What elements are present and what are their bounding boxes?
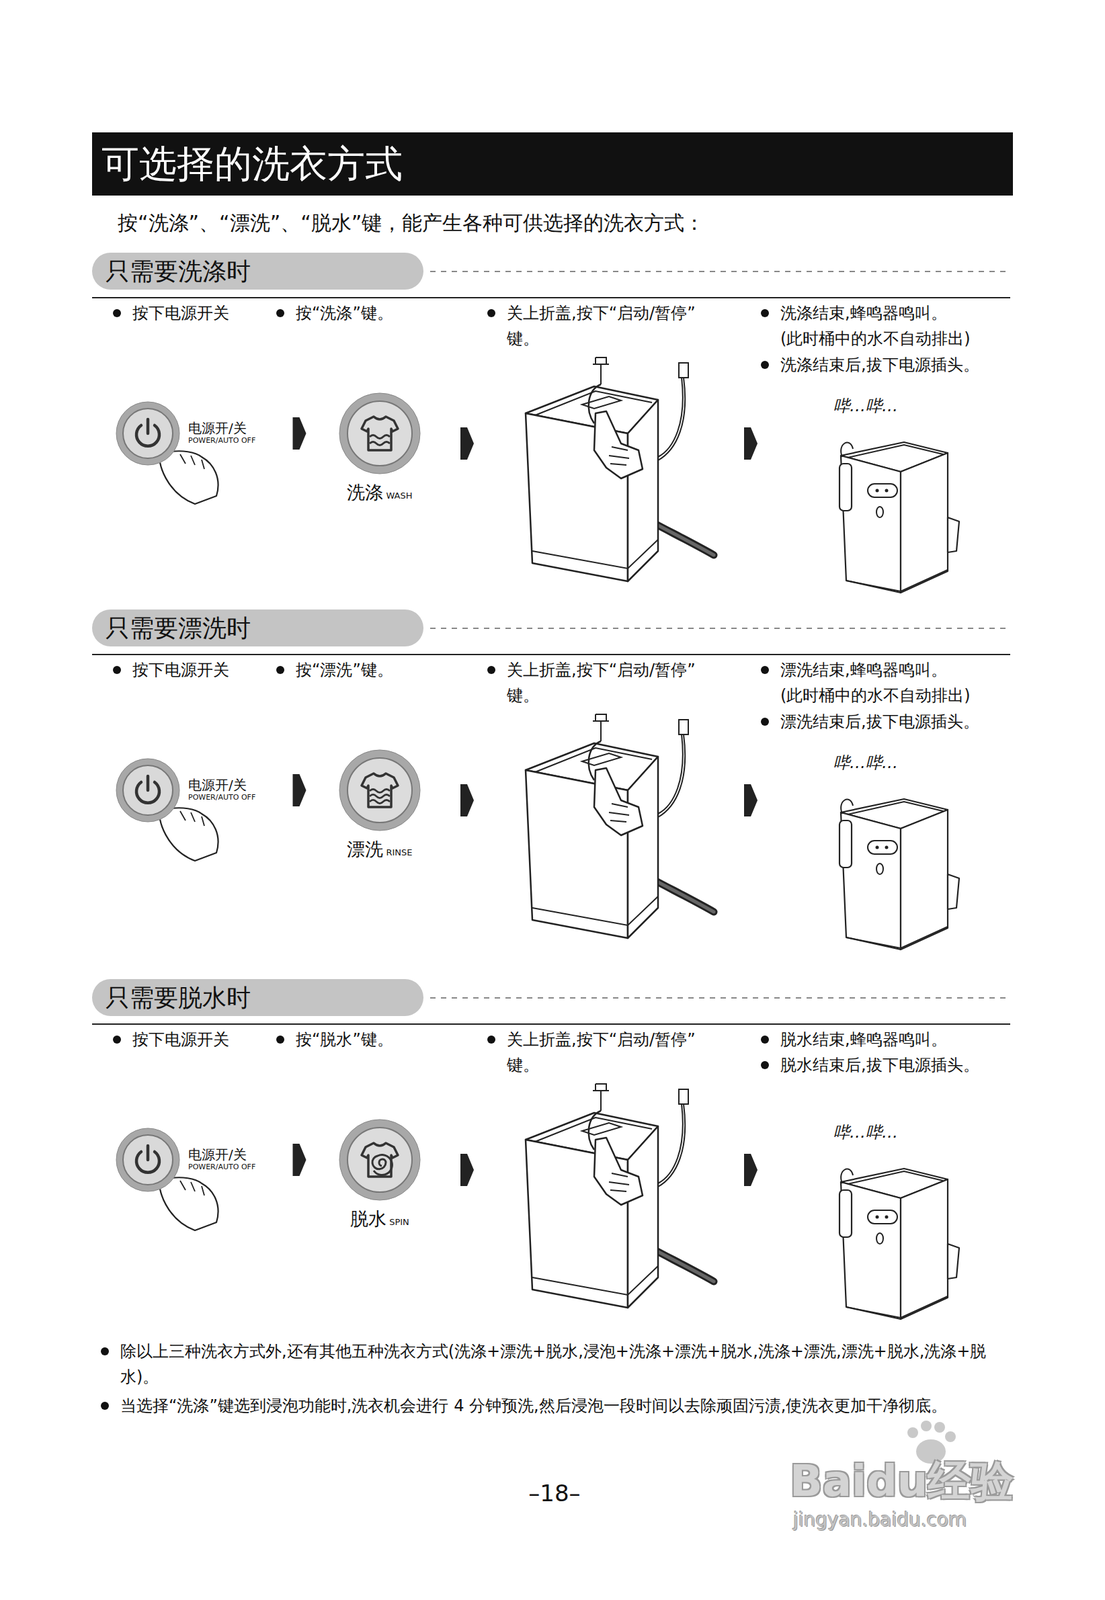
bullet-dot <box>760 309 769 318</box>
bullet-text: 按下电源开关 <box>132 300 267 326</box>
bullet-dot <box>760 1035 769 1044</box>
section-header: 只需要洗涤时 <box>92 252 424 290</box>
button-label: 洗涤WASH <box>311 481 448 508</box>
button-label: 电源开/关POWER/AUTO OFF <box>188 1146 256 1173</box>
button-name-en: POWER/AUTO OFF <box>188 793 256 803</box>
bullet-text: 按“洗涤”键。 <box>295 300 464 326</box>
section-header: 只需要漂洗时 <box>92 609 424 647</box>
button-name-en: POWER/AUTO OFF <box>188 436 256 446</box>
button-name-en: WASH <box>385 490 413 501</box>
bullet-text: 脱水结束,蜂鸣器鸣叫。 <box>780 1027 1023 1053</box>
bullet-text: 当选择“洗涤”键选到浸泡功能时,洗衣机会进行 4 分钟预洗,然后浸泡一段时间以去… <box>120 1393 1015 1419</box>
bullet-dot <box>112 666 121 675</box>
bullet-dot <box>760 717 769 726</box>
bullet-text: 按“脱水”键。 <box>295 1027 464 1053</box>
watermark: Baidu经验 <box>789 1457 1073 1506</box>
button-name-en: SPIN <box>389 1217 410 1228</box>
step-arrow <box>293 774 307 807</box>
bullet-dot <box>276 1035 285 1044</box>
bullet-text: 按“漂洗”键。 <box>295 657 464 683</box>
section-header-text: 只需要洗涤时 <box>92 252 424 290</box>
bullet-text: 按下电源开关 <box>132 657 267 683</box>
power-icon <box>115 758 181 823</box>
button-name-en: RINSE <box>385 847 413 858</box>
mode-button: 洗涤WASH <box>338 392 421 475</box>
bullet-dot <box>760 360 769 370</box>
bullet-dot <box>276 309 285 318</box>
bullet-text: 洗涤结束,蜂鸣器鸣叫。 <box>780 300 1023 326</box>
button-name: 漂洗 <box>346 838 384 860</box>
mode-button: 脱水SPIN <box>338 1119 421 1202</box>
bullet-text: (此时桶中的水不自动排出) <box>780 325 1023 352</box>
bullet-dot <box>112 309 121 318</box>
page-title: 可选择的洗衣方式 <box>101 141 403 187</box>
bullet-text: 洗涤结束后,拔下电源插头。 <box>780 352 1023 378</box>
bullet-text: 按下电源开关 <box>132 1027 267 1053</box>
bullet-dot <box>487 666 496 675</box>
mode-button: 漂洗RINSE <box>338 749 421 832</box>
button-name-en: POWER/AUTO OFF <box>188 1162 256 1173</box>
section-header: 只需要脱水时 <box>92 979 424 1017</box>
power-button: 电源开/关POWER/AUTO OFF <box>115 401 261 466</box>
bullet-dot <box>112 1035 121 1044</box>
watermark-url: jingyan.baidu.com <box>793 1508 1076 1532</box>
bullet-text: 关上折盖,按下“启动/暂停”键。 <box>506 300 709 352</box>
bullet-dot <box>760 666 769 675</box>
power-icon <box>115 1127 181 1193</box>
mode-icon <box>338 749 421 832</box>
page-number: –18– <box>510 1478 599 1509</box>
power-button: 电源开/关POWER/AUTO OFF <box>115 1127 261 1193</box>
bullet-dot <box>487 1035 496 1044</box>
mode-icon <box>338 392 421 475</box>
bullet-dot <box>100 1347 109 1356</box>
bullet-text: 脱水结束后,拔下电源插头。 <box>780 1052 1023 1079</box>
beep-sound: 哔…哔… <box>833 395 982 417</box>
bullet-text: 漂洗结束后,拔下电源插头。 <box>780 709 1023 735</box>
button-label: 漂洗RINSE <box>311 838 448 865</box>
bullet-text: 关上折盖,按下“启动/暂停”键。 <box>506 1027 709 1079</box>
step-arrow <box>293 417 307 450</box>
power-button: 电源开/关POWER/AUTO OFF <box>115 758 261 823</box>
bullet-text: 除以上三种洗衣方式外,还有其他五种洗衣方式(洗涤+漂洗+脱水,浸泡+洗涤+漂洗+… <box>120 1338 1015 1390</box>
bullet-text: 关上折盖,按下“启动/暂停”键。 <box>506 657 709 709</box>
title-band: 可选择的洗衣方式 <box>92 132 1013 196</box>
button-name: 洗涤 <box>346 481 384 503</box>
mode-icon <box>338 1119 421 1202</box>
bullet-dot <box>487 309 496 318</box>
beep-sound: 哔…哔… <box>833 1121 982 1144</box>
bullet-text: 漂洗结束,蜂鸣器鸣叫。 <box>780 657 1023 683</box>
beep-sound: 哔…哔… <box>833 752 982 774</box>
button-label: 电源开/关POWER/AUTO OFF <box>188 420 256 446</box>
step-arrow <box>293 1143 307 1177</box>
bullet-dot <box>760 1061 769 1070</box>
button-name: 电源开/关 <box>188 776 256 794</box>
button-name: 电源开/关 <box>188 1146 256 1163</box>
bullet-dot <box>276 666 285 675</box>
intro-text: 按“洗涤”、“漂洗”、“脱水”键，能产生各种可供选择的洗衣方式： <box>117 208 1005 238</box>
button-label: 电源开/关POWER/AUTO OFF <box>188 776 256 803</box>
power-icon <box>115 401 181 466</box>
button-name: 电源开/关 <box>188 420 256 437</box>
bullet-dot <box>100 1402 109 1411</box>
button-name: 脱水 <box>350 1208 387 1230</box>
section-header-text: 只需要漂洗时 <box>92 609 424 647</box>
button-label: 脱水SPIN <box>311 1207 448 1235</box>
section-header-text: 只需要脱水时 <box>92 979 424 1017</box>
bullet-text: (此时桶中的水不自动排出) <box>780 682 1023 709</box>
